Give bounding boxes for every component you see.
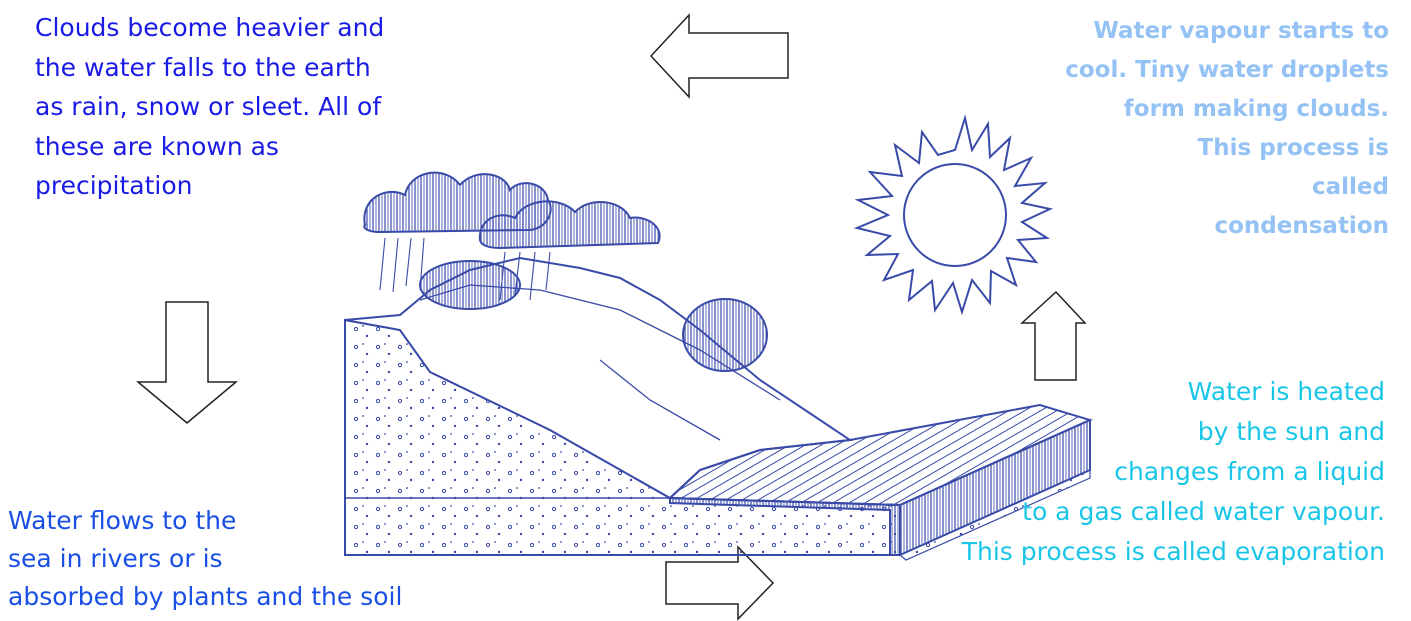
precipitation-text: Clouds become heavier and the water fall… bbox=[35, 8, 384, 206]
evaporation-line: by the sun and bbox=[962, 412, 1385, 452]
condensation-line: cool. Tiny water droplets bbox=[1065, 51, 1389, 90]
collection-line: absorbed by plants and the soil bbox=[8, 578, 402, 616]
condensation-text: Water vapour starts to cool. Tiny water … bbox=[1065, 12, 1389, 246]
precipitation-line: as rain, snow or sleet. All of bbox=[35, 87, 384, 127]
arrow-down-icon bbox=[138, 302, 236, 423]
condensation-line: Water vapour starts to bbox=[1065, 12, 1389, 51]
condensation-line: called bbox=[1065, 168, 1389, 207]
precipitation-line: these are known as bbox=[35, 127, 384, 167]
evaporation-line: changes from a liquid bbox=[962, 452, 1385, 492]
collection-line: Water flows to the bbox=[8, 502, 402, 540]
precipitation-line: precipitation bbox=[35, 166, 384, 206]
sun-icon bbox=[857, 118, 1050, 312]
arrow-up-icon bbox=[1022, 292, 1085, 380]
precipitation-line: the water falls to the earth bbox=[35, 48, 384, 88]
evaporation-text: Water is heated by the sun and changes f… bbox=[962, 372, 1385, 572]
arrow-right-icon bbox=[666, 547, 773, 619]
evaporation-line: Water is heated bbox=[962, 372, 1385, 412]
collection-text: Water flows to the sea in rivers or is a… bbox=[8, 502, 402, 616]
evaporation-line: to a gas called water vapour. bbox=[962, 492, 1385, 532]
collection-line: sea in rivers or is bbox=[8, 540, 402, 578]
condensation-line: This process is bbox=[1065, 129, 1389, 168]
evaporation-line: This process is called evaporation bbox=[962, 532, 1385, 572]
precipitation-line: Clouds become heavier and bbox=[35, 8, 384, 48]
condensation-line: condensation bbox=[1065, 207, 1389, 246]
condensation-line: form making clouds. bbox=[1065, 90, 1389, 129]
arrow-left-icon bbox=[651, 15, 788, 97]
